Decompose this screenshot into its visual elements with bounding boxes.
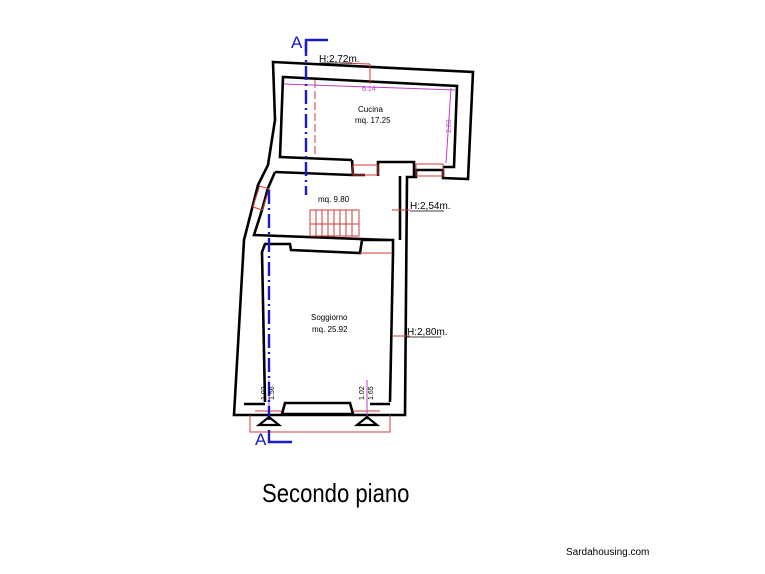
credit-text: Sardahousing.com bbox=[566, 547, 650, 558]
room-area-middle: mq. 9.80 bbox=[318, 195, 350, 204]
window-dim: 1.56 bbox=[269, 386, 276, 400]
window-marker-icon bbox=[255, 415, 283, 427]
middle-left-wall bbox=[252, 171, 389, 242]
detail-lines bbox=[249, 62, 444, 433]
stair-icon bbox=[309, 209, 360, 237]
middle-room-inner bbox=[274, 170, 353, 177]
height-living: H:2,80m. bbox=[407, 327, 448, 338]
window-dim: 1.02 bbox=[261, 386, 268, 400]
dimension-lines bbox=[268, 83, 456, 420]
living-inner-wall bbox=[260, 238, 395, 403]
outer-wall bbox=[232, 60, 475, 417]
section-label-top: A bbox=[291, 33, 303, 52]
height-middle: H:2,54m. bbox=[410, 201, 451, 212]
height-kitchen: H:2,72m. bbox=[319, 54, 360, 65]
window-marker-icon bbox=[353, 415, 381, 427]
room-name-living: Soggiorno bbox=[311, 313, 348, 322]
kitchen-wall-stub bbox=[376, 160, 416, 176]
section-label-bottom: A bbox=[255, 430, 267, 449]
window-dim: 1.65 bbox=[368, 386, 375, 400]
plan-title: Secondo piano bbox=[262, 478, 410, 508]
room-area-living: mq. 25.92 bbox=[312, 325, 348, 334]
section-marker-top bbox=[304, 38, 328, 52]
window-dim: 1.02 bbox=[359, 386, 366, 400]
kitchen-width-label: 6.14 bbox=[362, 86, 376, 93]
room-area-kitchen: mq. 17.25 bbox=[355, 116, 391, 125]
middle-room-wall bbox=[350, 159, 365, 177]
section-marker-bottom bbox=[267, 430, 292, 444]
kitchen-depth-label: 2.83 bbox=[446, 119, 453, 133]
balcony-window bbox=[280, 401, 355, 416]
room-name-kitchen: Cucina bbox=[358, 105, 383, 114]
